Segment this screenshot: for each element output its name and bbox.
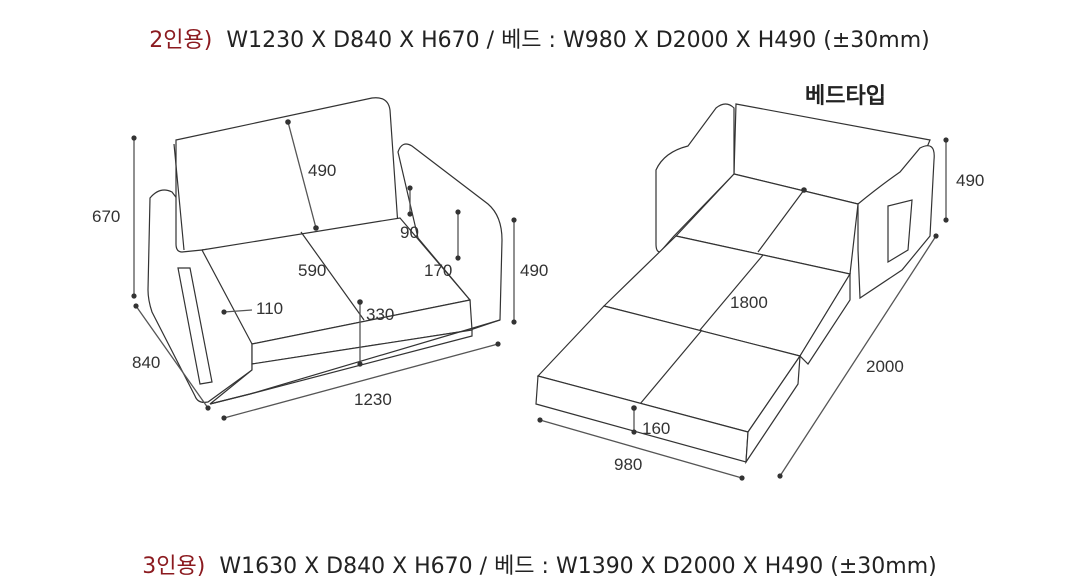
bed-dim-mattress-height: 160: [642, 419, 670, 438]
sofa-left-arm: [147, 189, 253, 403]
spec-3seat: 3인용) W1630 X D840 X H670 / 베드 : W1390 X …: [0, 548, 1079, 580]
spec-2seat: 2인용) W1230 X D840 X H670 / 베드 : W980 X D…: [0, 22, 1079, 54]
dim-seat-depth: 590: [298, 261, 326, 280]
spec-3seat-text: W1630 X D840 X H670 / 베드 : W1390 X D2000…: [219, 554, 937, 579]
bed-dimension-lines: [537, 137, 949, 481]
bed-dimension-labels: 490 1800 2000 160 980: [614, 171, 984, 474]
sofa-dimension-labels: 670 490 90 590 170 490 110 330 840 1230: [92, 161, 548, 409]
bed-right-arm: [857, 145, 935, 300]
bed-type-label: 베드타입: [805, 84, 886, 109]
sofa-dimension-lines: [131, 119, 517, 421]
bed-dim-length-total: 2000: [866, 357, 904, 376]
dim-height-total: 670: [92, 207, 120, 226]
bed-dim-length-inner: 1800: [730, 293, 768, 312]
bed-left-arm: [655, 103, 735, 253]
dim-backrest: 490: [308, 161, 336, 180]
spec-2seat-text: W1230 X D840 X H670 / 베드 : W980 X D2000 …: [226, 28, 930, 53]
dim-depth: 840: [132, 353, 160, 372]
dim-seat-height: 330: [366, 305, 394, 324]
bed-dim-width: 980: [614, 455, 642, 474]
dim-arm-height: 170: [424, 261, 452, 280]
spec-2seat-tag: 2인용): [149, 28, 213, 53]
dim-width: 1230: [354, 390, 392, 409]
spec-3seat-tag: 3인용): [142, 554, 206, 579]
sofa-upright: [147, 97, 503, 405]
sofa-bed: [535, 103, 935, 465]
dim-seat-front: 110: [256, 299, 283, 318]
dim-arm-depth: 90: [400, 223, 419, 242]
sofa-right-arm: [397, 143, 503, 331]
dim-side-height: 490: [520, 261, 548, 280]
bed-dim-back-height: 490: [956, 171, 984, 190]
